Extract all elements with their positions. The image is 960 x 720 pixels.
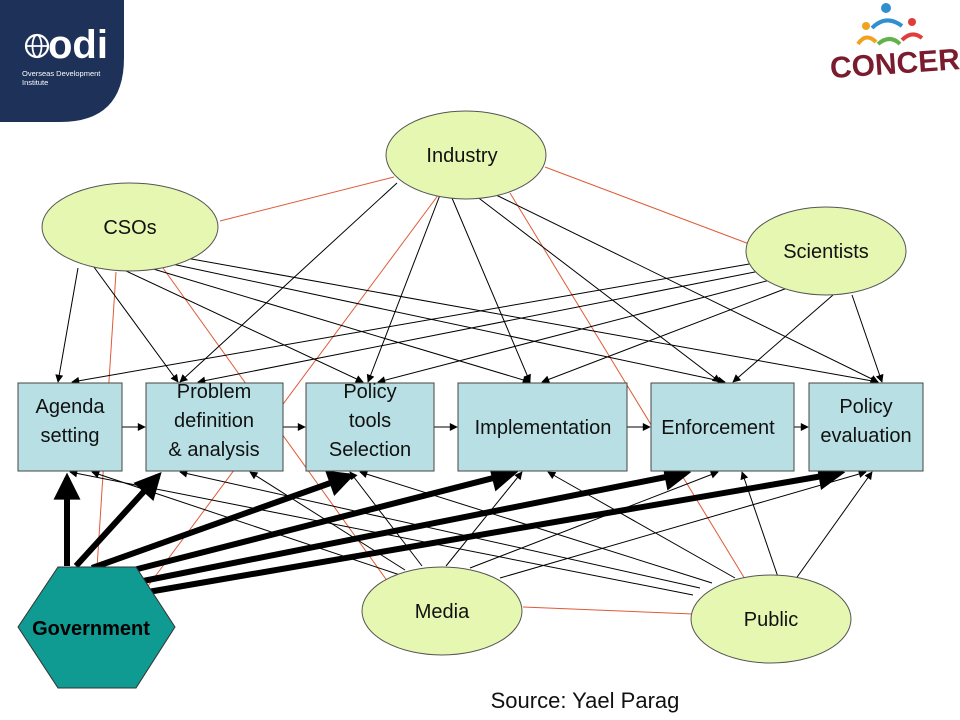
actor-scientists: Scientists <box>745 206 907 296</box>
stage-box <box>808 382 924 472</box>
concern-logo: CONCERN <box>829 3 960 85</box>
stage-agenda-line-2: setting <box>41 425 100 447</box>
people-figures-icon <box>856 3 924 46</box>
stage-evaluation-line-2: evaluation <box>820 425 911 447</box>
actor-public: Public <box>690 574 852 664</box>
government-thick-arrows <box>53 463 846 595</box>
stage-evaluation: Policy evaluation <box>808 382 924 472</box>
stage-box <box>17 382 123 472</box>
actor-csos-label: CSOs <box>103 217 156 239</box>
concern-logo-text: CONCERN <box>829 42 960 85</box>
stage-box <box>145 382 284 472</box>
actor-scientists-label: Scientists <box>783 241 869 263</box>
thin-arrows <box>55 182 884 596</box>
stage-box <box>650 382 795 472</box>
actor-industry: Industry <box>385 110 547 200</box>
odi-logo: odi Overseas Development Institute <box>0 0 124 122</box>
stage-problem-line-2: definition <box>174 410 254 432</box>
stage-agenda: Agenda setting <box>17 382 123 472</box>
policy-stages: Agenda setting Problem definition & analysis… <box>17 381 924 472</box>
globe-icon <box>24 33 50 59</box>
stage-enforcement-line-1: Enforcement <box>661 417 775 439</box>
stage-problem: Problem definition & analysis <box>145 381 284 472</box>
stage-box <box>457 382 628 472</box>
actor-government: Government <box>17 566 176 689</box>
stage-implementation: Implementation <box>457 382 628 472</box>
actor-industry-label: Industry <box>426 145 497 167</box>
stage-problem-line-1: Problem <box>177 381 251 403</box>
stage-tools-line-2: tools <box>349 410 391 432</box>
stage-problem-line-3: & analysis <box>168 439 259 461</box>
stage-enforcement: Enforcement <box>650 382 795 472</box>
stage-implementation-line-1: Implementation <box>475 417 612 439</box>
stage-tools-line-3: Selection <box>329 439 411 461</box>
stage-evaluation-line-1: Policy <box>839 396 892 418</box>
actor-government-label: Government <box>32 618 150 640</box>
odi-logo-line2: Institute <box>22 78 48 87</box>
actor-media: Media <box>361 566 523 656</box>
stage-box <box>305 382 435 472</box>
source-caption: Source: Yael Parag <box>491 688 680 713</box>
stage-agenda-line-1: Agenda <box>36 396 106 418</box>
odi-logo-text: odi <box>48 23 108 67</box>
stage-tools-line-1: Policy <box>343 381 396 403</box>
actor-media-label: Media <box>415 601 470 623</box>
actor-public-label: Public <box>744 609 798 631</box>
actor-csos: CSOs <box>41 182 219 272</box>
odi-logo-line1: Overseas Development <box>22 69 101 78</box>
